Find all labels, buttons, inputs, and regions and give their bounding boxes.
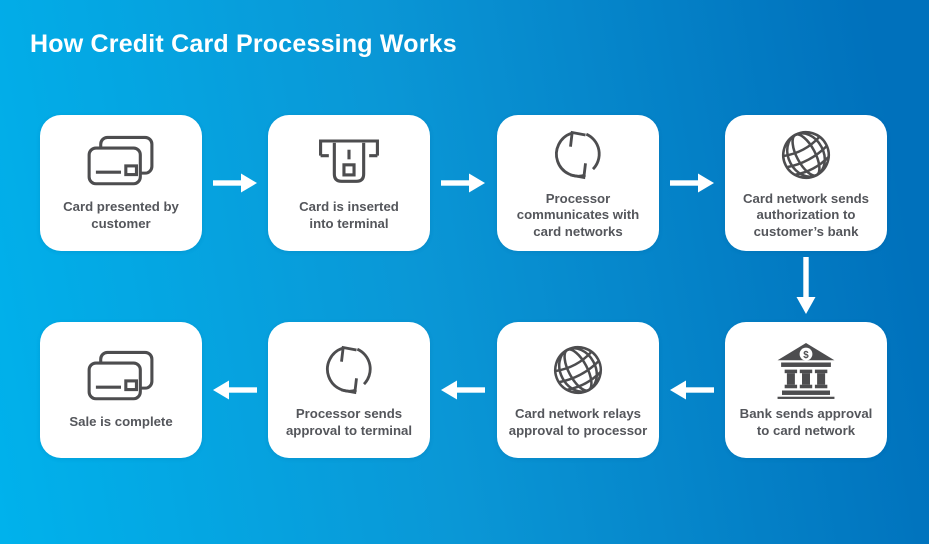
dollar-sign: $: [803, 350, 809, 361]
step-card-2: Card is inserted into terminal: [268, 115, 430, 251]
step-label: Card presented by customer: [63, 199, 179, 231]
step-label-line: communicates with: [516, 207, 640, 223]
sync-arrows-icon: [319, 341, 379, 399]
step-label-line: Sale is complete: [69, 414, 173, 430]
step-label-line: authorization to: [756, 207, 856, 223]
step-label: Card is inserted into terminal: [299, 199, 399, 231]
step-label-line: card networks: [533, 223, 623, 239]
credit-cards-icon: [85, 349, 157, 407]
arrow-left-icon: [213, 380, 257, 400]
step-card-7: Processor sends approval to terminal: [268, 322, 430, 458]
arrow-right-icon: [670, 173, 714, 193]
globe-icon: [778, 126, 834, 184]
step-label: Sale is complete: [69, 414, 172, 430]
step-label-line: Card network relays: [514, 406, 642, 422]
step-label: Processor sends approval to terminal: [286, 406, 412, 438]
step-label-line: to card network: [756, 422, 856, 438]
step-label: Card network relays approval to processo…: [509, 406, 648, 438]
bank-icon: $: [774, 341, 838, 399]
step-card-6: Card network relays approval to processo…: [497, 322, 659, 458]
credit-cards-icon: [85, 134, 157, 192]
arrow-right-icon: [213, 173, 257, 193]
globe-icon: [550, 341, 606, 399]
step-label-line: customer: [91, 215, 151, 231]
step-label-line: Processor: [545, 191, 611, 207]
step-card-8: Sale is complete: [40, 322, 202, 458]
arrow-left-icon: [441, 380, 485, 400]
step-label: Card network sends authorization to cust…: [743, 191, 869, 240]
card-terminal-icon: [316, 134, 382, 192]
sync-arrows-icon: [548, 126, 608, 184]
step-label-line: customer’s bank: [753, 223, 859, 239]
step-label-line: Card network sends: [742, 191, 870, 207]
step-label-line: approval to terminal: [285, 422, 413, 438]
step-label-line: Processor sends: [295, 406, 403, 422]
page-title: How Credit Card Processing Works: [30, 30, 457, 58]
step-label-line: approval to processor: [508, 422, 648, 438]
step-label: Bank sends approval to card network: [740, 406, 873, 438]
step-card-1: Card presented by customer: [40, 115, 202, 251]
step-label-line: Card is inserted: [299, 199, 399, 215]
step-label-line: Card presented by: [63, 199, 179, 215]
arrow-right-icon: [441, 173, 485, 193]
step-card-5: $ Bank sends approval to card network: [725, 322, 887, 458]
step-card-4: Card network sends authorization to cust…: [725, 115, 887, 251]
step-card-3: Processor communicates with card network…: [497, 115, 659, 251]
step-label-line: Bank sends approval: [739, 406, 873, 422]
step-label: Processor communicates with card network…: [517, 191, 639, 240]
step-label-line: into terminal: [309, 215, 389, 231]
arrow-left-icon: [670, 380, 714, 400]
arrow-down-icon: [796, 257, 816, 314]
